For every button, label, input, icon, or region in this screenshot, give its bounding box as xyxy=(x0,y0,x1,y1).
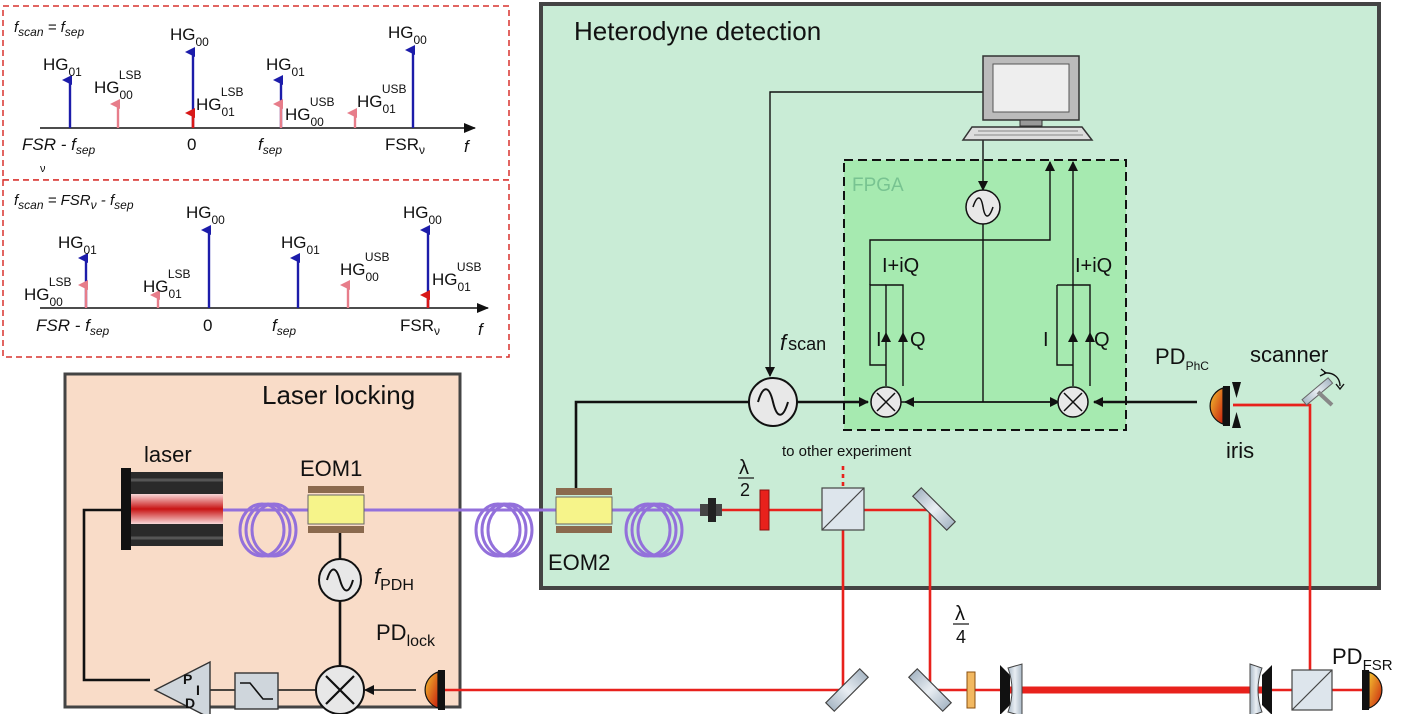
spectrum-panel-top: fscan = fsep HG01 HG00LSB HG00 HG01LSB H… xyxy=(2,5,510,181)
label-hg01-left: HG01 xyxy=(43,55,82,79)
eom1-icon[interactable] xyxy=(307,486,365,533)
mirror-icon xyxy=(911,486,957,532)
pid-p-label: P xyxy=(183,671,192,687)
pd-lock-label: PDlock xyxy=(376,620,436,650)
iris-icon xyxy=(1232,382,1241,428)
scanner-label: scanner xyxy=(1250,342,1328,367)
axis-b-label-fsr-minus-fsep: FSR - fsep xyxy=(36,316,110,338)
pdh-mixer-icon xyxy=(315,665,365,714)
label-b-hg00-fsr: HG00 xyxy=(403,203,442,227)
fiber-coupler-icon xyxy=(700,498,722,522)
scanner-icon xyxy=(1301,368,1345,407)
q-label-right: Q xyxy=(1094,329,1110,351)
axis-b-label-fsr: FSRν xyxy=(400,316,440,338)
axis-label-fsep: fsep xyxy=(258,135,282,157)
quarter-waveplate-den: 4 xyxy=(956,627,966,647)
label-b-hg00-center: HG00 xyxy=(186,203,225,227)
eom1-label: EOM1 xyxy=(300,456,362,481)
lowpass-filter-icon xyxy=(234,672,279,710)
label-hg01-usb: HG01USB xyxy=(357,82,407,116)
beamsplitter-icon xyxy=(821,487,865,531)
computer-icon[interactable] xyxy=(961,55,1094,141)
eom2-label: EOM2 xyxy=(548,550,610,575)
half-waveplate-icon xyxy=(759,489,770,531)
label-b-hg00-usb: HG00USB xyxy=(340,250,390,284)
axis-b-label-fsep: fsep xyxy=(272,316,296,338)
fpdh-label: fPDH xyxy=(374,564,414,594)
q-label-left: Q xyxy=(910,329,926,351)
label-hg01-mid: HG01 xyxy=(266,55,305,79)
spectrum-top-title: fscan = fsep xyxy=(14,19,84,39)
label-b-hg01-usb: HG01USB xyxy=(432,260,482,294)
iq-label-left: I+iQ xyxy=(882,255,919,277)
pd-fsr-label: PDFSR xyxy=(1332,644,1393,674)
label-b-hg01-lsb: HG01LSB xyxy=(143,267,191,301)
axis-b-label-zero: 0 xyxy=(203,316,212,335)
stray-nu-label: ν xyxy=(40,163,46,175)
label-b-hg00-lsb: HG00LSB xyxy=(24,275,72,309)
spectrum-panel-bottom: fscan = FSRν - fsep HG01 HG00LSB HG01LSB… xyxy=(2,179,510,358)
pd-phc-label: PDPhC xyxy=(1155,344,1209,373)
mirror-bottom-left-icon xyxy=(824,667,870,713)
axis-b-label-f: f xyxy=(478,320,485,339)
fpga-oscillator-icon xyxy=(965,189,1001,225)
mixer-right-icon xyxy=(1057,386,1089,418)
heterodyne-title: Heterodyne detection xyxy=(574,16,821,46)
iq-label-right: I+iQ xyxy=(1075,255,1112,277)
signal-lines xyxy=(82,91,1197,695)
label-hg00-center: HG00 xyxy=(170,25,209,49)
laser-icon[interactable] xyxy=(121,468,223,550)
photodiode-fsr-icon xyxy=(1362,670,1383,710)
photodiode-phc-icon xyxy=(1209,386,1230,426)
axis-label-fsr: FSRν xyxy=(385,135,425,157)
axis-label-fsr-minus-fsep: FSR - fsep xyxy=(22,135,96,157)
mixer-left-icon xyxy=(870,386,902,418)
i-label-right: I xyxy=(1043,329,1049,351)
laser-locking-title: Laser locking xyxy=(262,380,415,410)
cavity-mirror-right-icon xyxy=(1249,663,1272,714)
label-b-hg01-left: HG01 xyxy=(58,233,97,257)
i-label-left: I xyxy=(876,329,882,351)
fscan-oscillator-icon xyxy=(748,377,798,427)
photodiode-lock-icon xyxy=(424,670,445,710)
quarter-waveplate-icon xyxy=(966,671,976,709)
quarter-waveplate-num: λ xyxy=(955,603,965,625)
pid-d-label: D xyxy=(185,695,195,711)
label-b-hg01-mid: HG01 xyxy=(281,233,320,257)
label-hg00-fsr: HG00 xyxy=(388,23,427,47)
axis-label-f: f xyxy=(464,137,471,156)
label-hg00-usb: HG00USB xyxy=(285,95,335,129)
label-hg01-lsb: HG01LSB xyxy=(196,85,244,119)
half-waveplate-den: 2 xyxy=(740,480,750,500)
to-other-experiment-label: to other experiment xyxy=(782,443,912,460)
spectrum-bottom-title: fscan = FSRν - fsep xyxy=(14,192,134,212)
pid-controller-icon: P I D xyxy=(153,660,211,714)
pdh-oscillator-icon xyxy=(318,558,362,602)
mirror-bottom-right-icon xyxy=(907,667,953,713)
eom2-icon[interactable] xyxy=(555,488,613,533)
fpga-label: FPGA xyxy=(852,175,904,196)
label-hg00-lsb: HG00LSB xyxy=(94,68,142,102)
cavity-mirror-left-icon xyxy=(1000,663,1023,714)
pid-i-label: I xyxy=(196,682,200,698)
iris-label: iris xyxy=(1226,438,1254,463)
axis-label-zero: 0 xyxy=(187,135,196,154)
beamsplitter-fsr-icon xyxy=(1291,669,1333,711)
optical-fiber xyxy=(220,502,700,558)
laser-label: laser xyxy=(144,442,192,467)
half-waveplate-num: λ xyxy=(739,457,749,479)
